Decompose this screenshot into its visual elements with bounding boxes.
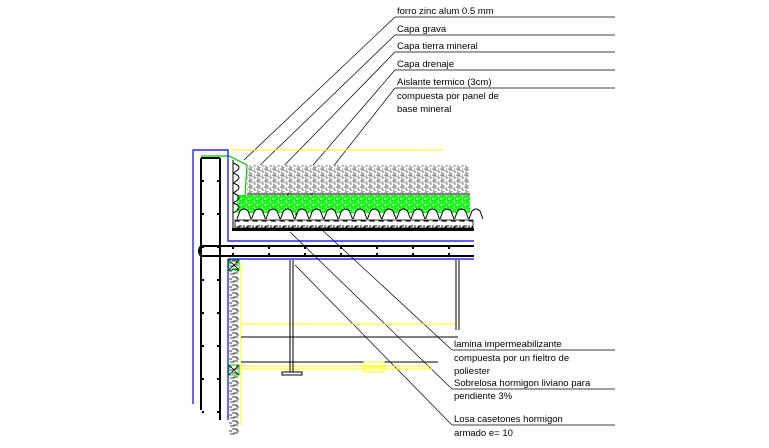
concrete-wall [200,157,221,420]
drainage-hump [410,208,426,220]
drainage-hump [280,208,295,220]
drainage-hump [425,208,440,220]
drainage-hump [323,208,339,220]
label-slab: Losa casetones hormigon [454,414,563,425]
membrane-layer [232,228,474,231]
rebar-dot [304,247,306,249]
rebar-dot [232,253,234,255]
drainage-hump [396,208,411,220]
drainage-layer [236,208,484,220]
label-slab-2: armado e= 10 [454,428,513,439]
drainage-hump [294,208,310,220]
rebar-dot [448,247,450,249]
rebar-dot [268,247,270,249]
rebar-dot [217,411,219,413]
label-insulation-2: compuesta por panel de [397,91,499,102]
rebar-dot [268,253,270,255]
rebar-dot [340,253,342,255]
drainage-hump [468,208,484,220]
drainage-hump [454,208,469,220]
concrete-slab [198,245,474,257]
label-drainage: Capa drenaje [397,59,454,70]
label-screed-2: pendiente 3% [454,391,513,402]
drainage-hump [338,208,353,220]
labels-bottom: lamina impermeabilizante compuesta por u… [454,339,591,439]
rebar-dot [217,213,219,215]
drainage-hump [367,208,382,220]
rebar-dot [217,279,219,281]
drainage-hump [309,208,324,220]
label-membrane: lamina impermeabilizante [454,339,562,350]
rebar-dot [412,247,414,249]
rebar-dot [202,312,204,314]
rebar-dot [340,247,342,249]
rebar-dot [202,213,204,215]
labels-top: forro zinc alum 0.5 mm Capa grava Capa t… [397,6,499,115]
drainage-hump [236,208,252,220]
drainage-hump [381,208,397,220]
parapet-drain-profile [232,160,240,228]
rebar-dot [202,411,204,413]
label-insulation: Aislante termico (3cm) [397,77,492,88]
label-membrane-3: poliester [454,366,490,377]
rebar-dot [217,312,219,314]
rebar-dot [202,180,204,182]
drainage-hump [439,208,455,220]
rebar-dots [202,180,219,413]
label-membrane-2: compuesta por un fieltro de [454,353,569,364]
rebar-dot [217,180,219,182]
rebar-dot [217,378,219,380]
rebar-dot [217,345,219,347]
wall-insulation [229,260,239,435]
label-zinc: forro zinc alum 0.5 mm [397,6,494,17]
soil-layer [237,195,470,213]
label-screed: Sobrelosa hormigon liviano para [454,378,591,389]
blue-outline [192,149,474,420]
ceiling-system [241,260,460,376]
rebar-dot [376,247,378,249]
label-soil: Capa tierra mineral [397,41,478,52]
insulation-layer [234,219,474,229]
rebar-dot [202,378,204,380]
rebar-dot [412,253,414,255]
drainage-hump [265,208,281,220]
leader-lines-bottom [289,227,615,426]
rebar-dot [448,253,450,255]
gravel-layer [247,165,469,193]
rebar-dot [304,253,306,255]
zinc-flashing [201,155,248,198]
rebar-dot [202,279,204,281]
rebar-dot [202,345,204,347]
rebar-dot [232,247,234,249]
label-insulation-3: base mineral [397,104,451,115]
drainage-hump [352,208,368,220]
drainage-hump [251,208,266,220]
rebar-dot [376,253,378,255]
label-gravel: Capa grava [397,24,447,35]
